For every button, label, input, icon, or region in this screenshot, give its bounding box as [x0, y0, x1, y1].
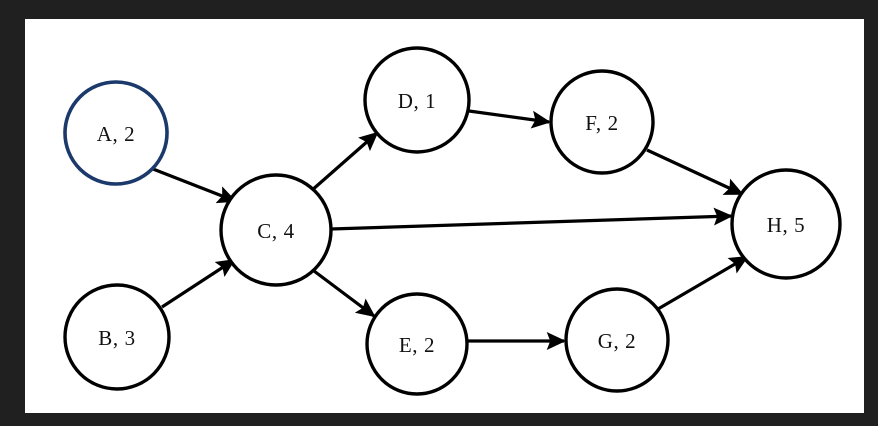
graph-edge-a-c[interactable]: [152, 167, 237, 204]
node-circle-a[interactable]: [63, 80, 169, 186]
graph-node-b[interactable]: B, 3: [63, 283, 171, 391]
graph-edge-c-h[interactable]: [330, 207, 733, 231]
node-label-d: D, 1: [398, 89, 437, 113]
graph-node-h[interactable]: H, 5: [730, 168, 842, 280]
node-label-b: B, 3: [98, 326, 135, 350]
nodes-layer: A, 2 B, 3 C, 4 D, 1 E, 2 F, 2 G, 2 H, 5: [63, 46, 842, 396]
node-circle-d[interactable]: [363, 46, 471, 154]
graph-node-g[interactable]: G, 2: [564, 287, 670, 393]
node-label-f: F, 2: [585, 111, 618, 135]
edges-layer: [152, 109, 749, 350]
graph-edge-f-h[interactable]: [646, 148, 744, 196]
node-circle-g[interactable]: [564, 287, 670, 393]
graph-canvas[interactable]: A, 2 B, 3 C, 4 D, 1 E, 2 F, 2 G, 2 H, 5: [25, 19, 864, 413]
graph-edge-c-e[interactable]: [309, 266, 376, 318]
graph-edge-g-h[interactable]: [657, 255, 749, 311]
graph-node-d[interactable]: D, 1: [363, 46, 471, 154]
node-circle-c[interactable]: [219, 173, 333, 287]
node-label-c: C, 4: [257, 219, 294, 243]
node-circle-h[interactable]: [730, 168, 842, 280]
node-label-g: G, 2: [598, 329, 637, 353]
node-circle-b[interactable]: [63, 283, 171, 391]
node-label-h: H, 5: [767, 213, 806, 237]
graph-node-f[interactable]: F, 2: [549, 69, 655, 175]
graph-node-e[interactable]: E, 2: [365, 292, 469, 396]
node-label-e: E, 2: [399, 333, 435, 357]
graph-node-a[interactable]: A, 2: [63, 80, 169, 186]
node-label-a: A, 2: [97, 122, 136, 146]
graph-edge-b-c[interactable]: [161, 258, 236, 309]
graph-svg[interactable]: A, 2 B, 3 C, 4 D, 1 E, 2 F, 2 G, 2 H, 5: [25, 19, 864, 413]
node-circle-f[interactable]: [549, 69, 655, 175]
graph-edge-d-f[interactable]: [468, 109, 551, 129]
graph-node-c[interactable]: C, 4: [219, 173, 333, 287]
node-circle-e[interactable]: [365, 292, 469, 396]
graph-edge-c-d[interactable]: [309, 131, 379, 193]
